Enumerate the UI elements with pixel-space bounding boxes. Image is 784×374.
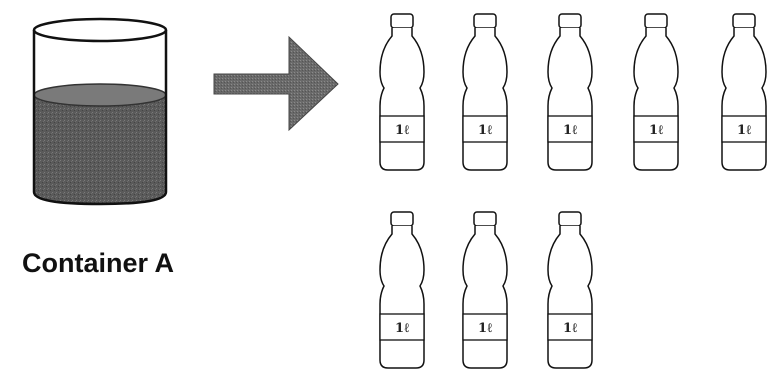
bottle-cap — [391, 212, 413, 226]
bottle-body — [463, 226, 507, 368]
bottle-volume-text: 1ℓ — [563, 321, 577, 336]
bottle-5: 1ℓ — [722, 14, 766, 170]
bottle-cap — [474, 212, 496, 226]
bottle-body — [548, 28, 592, 170]
bottle-7: 1ℓ — [463, 212, 507, 368]
bottle-body — [634, 28, 678, 170]
bottle-volume-text: 1ℓ — [395, 321, 409, 336]
bottle-volume-text: 1ℓ — [737, 123, 751, 138]
bottle-body — [463, 28, 507, 170]
container-a — [34, 19, 166, 204]
container-rim — [34, 19, 166, 41]
bottle-cap — [474, 14, 496, 28]
bottle-6: 1ℓ — [380, 212, 424, 368]
bottle-4: 1ℓ — [634, 14, 678, 170]
bottle-volume-text: 1ℓ — [478, 123, 492, 138]
bottle-cap — [733, 14, 755, 28]
bottle-volume-text: 1ℓ — [563, 123, 577, 138]
bottle-volume-text: 1ℓ — [478, 321, 492, 336]
liquid-surface — [34, 84, 166, 106]
bottle-cap — [645, 14, 667, 28]
bottle-volume-text: 1ℓ — [395, 123, 409, 138]
bottles-group: 1ℓ 1ℓ 1ℓ 1ℓ 1ℓ 1ℓ 1ℓ 1ℓ — [380, 14, 766, 368]
bottle-body — [380, 28, 424, 170]
bottle-volume-text: 1ℓ — [649, 123, 663, 138]
bottle-body — [722, 28, 766, 170]
bottle-cap — [559, 212, 581, 226]
bottle-body — [548, 226, 592, 368]
container-liquid — [34, 95, 166, 204]
right-arrow-icon — [214, 37, 338, 130]
bottle-2: 1ℓ — [463, 14, 507, 170]
bottle-3: 1ℓ — [548, 14, 592, 170]
bottle-cap — [559, 14, 581, 28]
bottle-8: 1ℓ — [548, 212, 592, 368]
bottle-1: 1ℓ — [380, 14, 424, 170]
bottle-body — [380, 226, 424, 368]
container-a-label: Container A — [22, 248, 174, 279]
bottle-cap — [391, 14, 413, 28]
